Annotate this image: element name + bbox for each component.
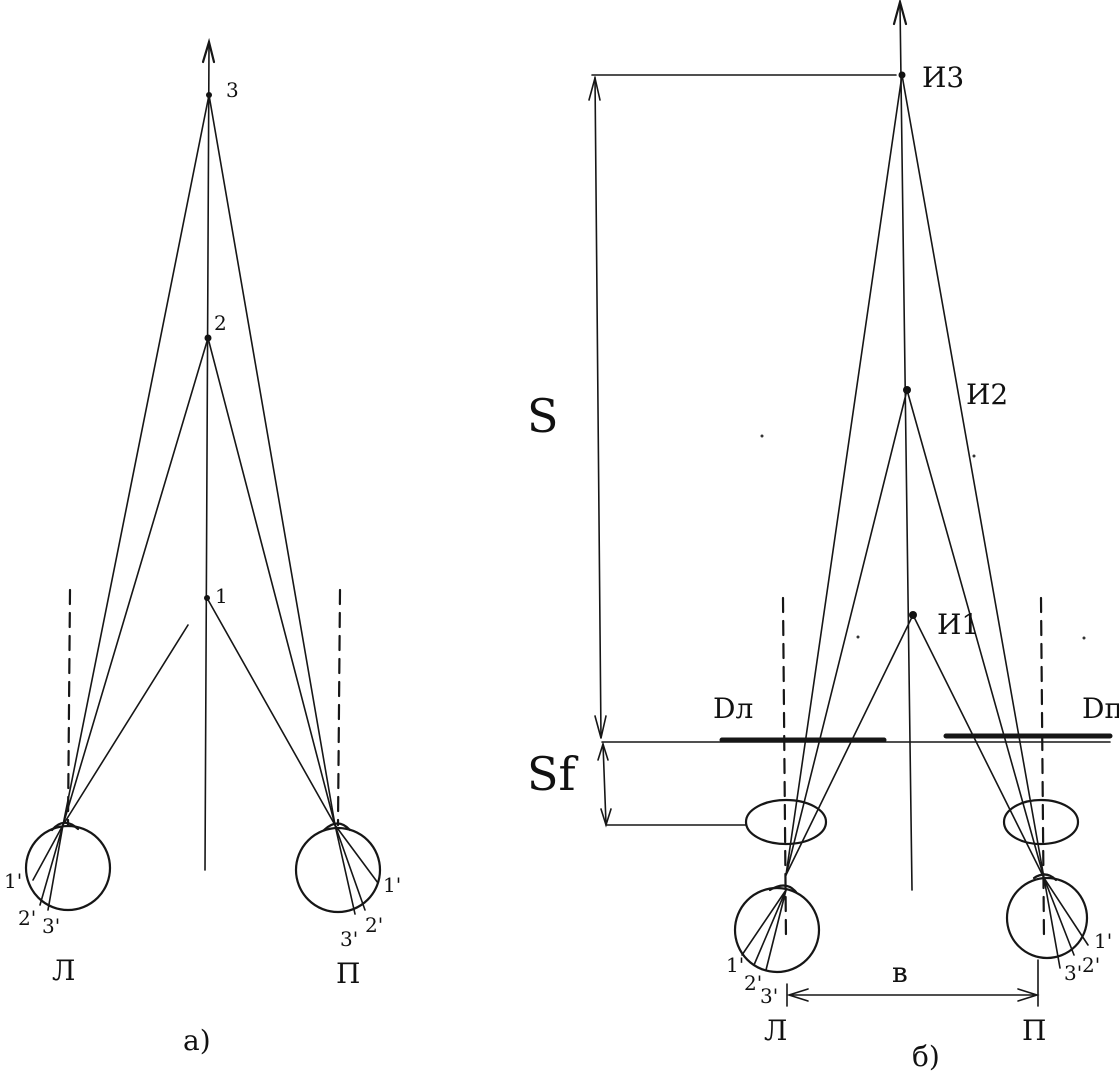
caption-b: б): [912, 1040, 940, 1072]
ray-I3-right-b: [901, 74, 1045, 879]
point-I3-label-b: И3: [922, 61, 964, 94]
right-eye-image-2-a: 2': [365, 913, 383, 937]
point-I1-label-b: И1: [937, 608, 979, 641]
right-eye-image-1-a: 1': [383, 873, 401, 897]
left-eye-image-1-a: 1': [4, 869, 22, 893]
ray-3-right-a: [208, 94, 336, 826]
left-eye-a: [24, 821, 112, 912]
sf-dimension-line-b: [602, 743, 607, 825]
left-visual-axis-b: [781, 596, 788, 942]
ray-1-right-a: [206, 597, 336, 826]
point-3-label-a: 3: [226, 78, 239, 102]
scan-specks: [760, 434, 1086, 640]
base-arrow-right-b: [1017, 988, 1040, 1002]
left-visual-axis-a: [66, 588, 72, 827]
right-eye-label-a: П: [336, 957, 360, 990]
left-lens-b: [744, 798, 828, 846]
ray-I2-right-b: [906, 389, 1045, 879]
base-arrow-left-b: [786, 988, 809, 1002]
right-eye-image-3-a: 3': [340, 927, 358, 951]
right-lens-b: [1002, 798, 1080, 846]
left-eye-image-2-b: 2': [744, 971, 762, 995]
left-eye-label-a: Л: [52, 954, 75, 987]
ray-I1-right-b: [912, 614, 1045, 879]
central-axis-a: [204, 44, 210, 871]
ray-3-left-a: [62, 94, 210, 826]
right-eye-label-b: П: [1022, 1014, 1046, 1047]
point-I2-label-b: И2: [966, 378, 1008, 411]
diagram-a: 3 2 1 1' 2' 3' Л 1' 2' 3' П а): [4, 37, 401, 1057]
ray-I1-left-b: [785, 614, 914, 876]
s-arrow-bottom-b: [594, 715, 607, 739]
s-dimension-line-b: [594, 76, 602, 739]
right-eye-image-1-b: 1': [1094, 929, 1112, 953]
left-eye-image-1-b: 1': [726, 953, 744, 977]
point-2-label-a: 2: [214, 311, 227, 335]
point-1-label-a: 1: [215, 584, 228, 608]
caption-a: а): [183, 1024, 211, 1057]
central-axis-b: [899, 4, 913, 891]
ray-2-left-a: [62, 337, 209, 826]
right-eye-image-3-b: 3': [1064, 961, 1082, 985]
focal-label-b: Sf: [527, 747, 579, 801]
right-eye-image-2-b: 2': [1082, 953, 1100, 977]
left-eye-image-3-b: 3': [760, 984, 778, 1008]
ray-2-right-a: [207, 337, 336, 826]
right-plate-label-b: Dп: [1082, 692, 1119, 725]
ray-1-left-a: [62, 624, 189, 826]
distance-label-b: S: [527, 389, 559, 443]
axis-arrow-b: [892, 0, 908, 26]
right-eye-b: [1005, 873, 1089, 969]
left-plate-label-b: Dл: [713, 692, 753, 725]
s-arrow-top-b: [588, 77, 601, 101]
right-visual-axis-b: [1039, 596, 1046, 942]
sf-arrow-top-b: [597, 741, 609, 761]
axis-arrow-a: [201, 37, 216, 64]
base-label-b: в: [892, 956, 908, 989]
right-visual-axis-a: [336, 588, 342, 827]
left-eye-label-b: Л: [764, 1014, 787, 1047]
right-eye-a: [294, 822, 382, 915]
ray-I2-left-b: [785, 389, 908, 876]
left-eye-b: [733, 884, 821, 974]
diagram-b: И3 И2 И1 S Sf Dл Dп 1' 2' 3' Л 1' 2' 3' …: [527, 0, 1119, 1073]
left-eye-image-3-a: 3': [42, 914, 60, 938]
left-eye-image-2-a: 2': [18, 906, 36, 930]
